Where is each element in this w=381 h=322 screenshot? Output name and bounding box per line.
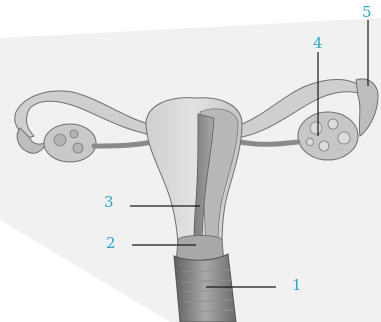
label-4: 4 <box>313 36 323 51</box>
left-ovary <box>44 124 96 162</box>
label-3: 3 <box>104 195 114 210</box>
right-ovary-follicle <box>338 132 350 144</box>
right-ovary-follicle <box>307 139 314 146</box>
right-ovarian-ligament <box>240 142 298 144</box>
right-ovary-follicle <box>319 141 329 151</box>
label-2: 2 <box>106 236 116 251</box>
label-5: 5 <box>362 5 372 20</box>
right-ovary-follicle <box>328 119 338 129</box>
label-1: 1 <box>292 278 302 293</box>
right-ovary-follicle <box>310 122 322 134</box>
left-ovary-follicle <box>73 143 83 153</box>
left-ovary-follicle <box>54 134 66 146</box>
left-ovary-follicle <box>70 130 78 138</box>
vagina <box>174 254 236 322</box>
